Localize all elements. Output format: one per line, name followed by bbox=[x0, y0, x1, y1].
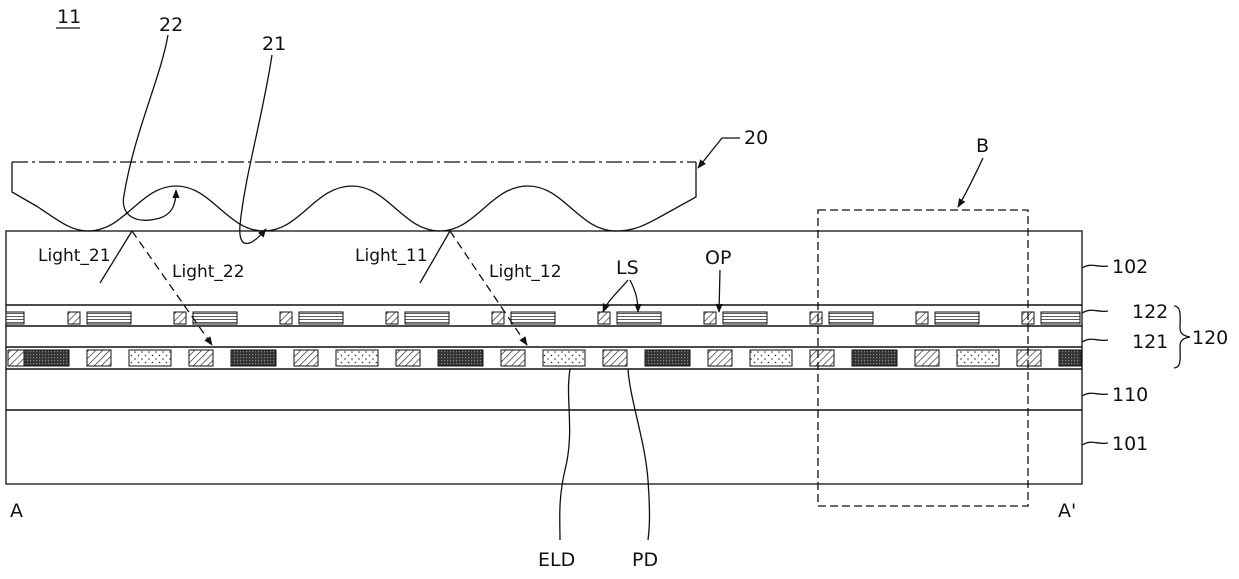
leader-22 bbox=[123, 35, 176, 220]
label-21: 21 bbox=[262, 33, 286, 55]
ls-label: LS bbox=[616, 257, 639, 279]
label-110: 110 bbox=[1112, 384, 1148, 406]
photo-detector bbox=[603, 350, 627, 366]
ls-leader-1 bbox=[603, 280, 628, 312]
light-21-label: Light_21 bbox=[38, 246, 111, 266]
leader-102 bbox=[1082, 265, 1108, 268]
light-shield-small bbox=[598, 312, 610, 324]
pixel-dense bbox=[645, 350, 690, 366]
leader-21 bbox=[240, 55, 272, 244]
eld-label: ELD bbox=[538, 549, 575, 571]
light-shield-small bbox=[492, 312, 504, 324]
leader-101 bbox=[1082, 442, 1108, 445]
leader-122 bbox=[1082, 310, 1108, 313]
detail-b-leader bbox=[958, 158, 983, 207]
light-shield-block bbox=[617, 312, 661, 324]
emitting-element bbox=[336, 350, 378, 366]
op-leader bbox=[719, 270, 720, 312]
finger-ridges bbox=[38, 186, 658, 231]
light-shield-small bbox=[68, 312, 80, 324]
light-shield-block bbox=[87, 312, 131, 324]
light-shield-small bbox=[916, 312, 928, 324]
light-22-ray bbox=[132, 231, 212, 345]
emitting-element bbox=[543, 350, 585, 366]
finger-outline-right bbox=[658, 162, 696, 218]
label-120: 120 bbox=[1192, 327, 1228, 349]
photo-detector bbox=[915, 350, 939, 366]
pd-leader bbox=[628, 369, 650, 540]
photo-detector bbox=[294, 350, 318, 366]
light-shield-block bbox=[1041, 312, 1080, 324]
photo-detector bbox=[1017, 350, 1041, 366]
pixel-dense bbox=[438, 350, 483, 366]
light-22-label: Light_22 bbox=[172, 262, 245, 282]
layer-110 bbox=[6, 369, 1082, 410]
label-101: 101 bbox=[1112, 433, 1148, 455]
light-shield-small bbox=[386, 312, 398, 324]
leader-110 bbox=[1082, 393, 1108, 396]
light-shield-small bbox=[280, 312, 292, 324]
photo-detector bbox=[501, 350, 525, 366]
light-shield-block bbox=[405, 312, 449, 324]
eld-leader bbox=[560, 369, 570, 540]
light-11-label: Light_11 bbox=[355, 246, 428, 266]
emitting-element bbox=[129, 350, 171, 366]
emitting-element bbox=[750, 350, 792, 366]
photo-detector bbox=[810, 350, 834, 366]
light-shield-small bbox=[810, 312, 822, 324]
pixel-dense bbox=[231, 350, 276, 366]
light-shield-block bbox=[193, 312, 237, 324]
pixel-group bbox=[8, 350, 1081, 366]
layer-121 bbox=[6, 326, 1082, 347]
label-22: 22 bbox=[159, 14, 183, 36]
brace-120 bbox=[1174, 306, 1190, 368]
pd-label: PD bbox=[632, 549, 658, 571]
pixel-dense bbox=[852, 350, 897, 366]
light-shield-small bbox=[704, 312, 716, 324]
layer-101 bbox=[6, 410, 1082, 484]
label-121: 121 bbox=[1132, 331, 1168, 353]
light-shield-block bbox=[935, 312, 979, 324]
pixel-dense bbox=[1059, 350, 1081, 366]
light-shield-group bbox=[6, 312, 1080, 324]
photo-detector bbox=[87, 350, 111, 366]
light-shield-block bbox=[6, 312, 24, 324]
pixel-dense bbox=[24, 350, 69, 366]
light-shield-block bbox=[299, 312, 343, 324]
figure-number: 11 bbox=[57, 6, 81, 28]
detail-b-label: B bbox=[976, 135, 989, 157]
light-12-label: Light_12 bbox=[489, 262, 562, 282]
ls-leader-2 bbox=[630, 280, 638, 312]
leader-20 bbox=[698, 138, 740, 168]
emitting-element bbox=[957, 350, 999, 366]
op-label: OP bbox=[705, 247, 731, 269]
light-shield-block bbox=[829, 312, 873, 324]
photo-detector bbox=[396, 350, 420, 366]
photo-detector bbox=[8, 350, 24, 366]
light-shield-small bbox=[174, 312, 186, 324]
label-102: 102 bbox=[1112, 256, 1148, 278]
light-shield-block bbox=[723, 312, 767, 324]
photo-detector bbox=[189, 350, 213, 366]
finger-outline bbox=[12, 162, 38, 207]
section-label-a: A bbox=[10, 500, 23, 522]
light-shield-block bbox=[511, 312, 555, 324]
photo-detector bbox=[708, 350, 732, 366]
label-20: 20 bbox=[744, 127, 768, 149]
section-label-a-prime: A' bbox=[1058, 500, 1076, 522]
label-122: 122 bbox=[1132, 301, 1168, 323]
leader-121 bbox=[1082, 339, 1108, 342]
light-12-ray bbox=[450, 231, 527, 345]
